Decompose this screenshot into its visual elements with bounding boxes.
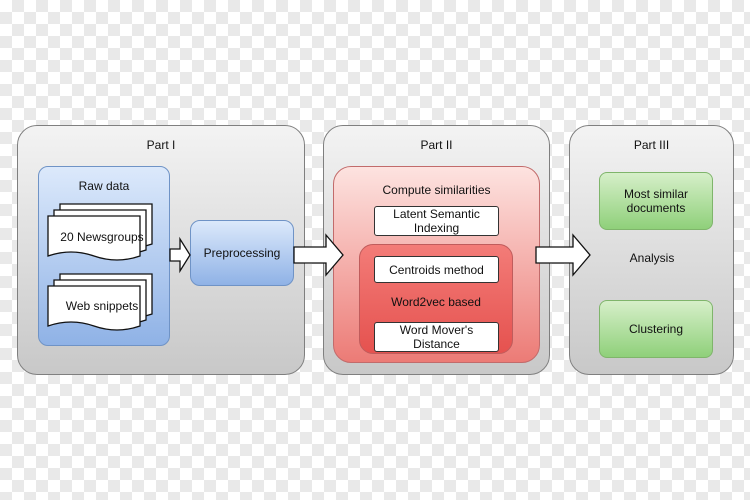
- preprocessing-label: Preprocessing: [203, 246, 281, 260]
- analysis-label: Analysis: [629, 251, 675, 265]
- raw-data-label: Raw data: [78, 179, 130, 193]
- most-similar-box: Most similar documents: [599, 172, 713, 230]
- arrow-part1-to-part2: [293, 233, 344, 277]
- wmd-label: Word Mover's Distance: [399, 323, 474, 351]
- arrow-raw-to-preprocessing: [169, 236, 191, 274]
- compute-similarities-label: Compute similarities: [382, 183, 491, 197]
- clustering-box: Clustering: [599, 300, 713, 358]
- newsgroups-label: 20 Newsgroups: [60, 230, 144, 244]
- clustering-label: Clustering: [628, 322, 684, 336]
- arrow-part2-to-part3: [535, 233, 591, 277]
- lsi-label: Latent Semantic Indexing: [393, 207, 480, 235]
- centroids-box: Centroids method: [374, 256, 499, 283]
- web-snippets-label: Web snippets: [65, 299, 139, 313]
- centroids-label: Centroids method: [389, 262, 484, 277]
- part-1-title: Part I: [146, 138, 176, 152]
- most-similar-label: Most similar documents: [623, 187, 688, 215]
- wmd-box: Word Mover's Distance: [374, 322, 499, 352]
- lsi-box: Latent Semantic Indexing: [374, 206, 499, 236]
- word2vec-label: Word2vec based: [391, 295, 481, 309]
- part-3-title: Part III: [633, 138, 670, 152]
- part-2-title: Part II: [420, 138, 453, 152]
- preprocessing-box: Preprocessing: [190, 220, 294, 286]
